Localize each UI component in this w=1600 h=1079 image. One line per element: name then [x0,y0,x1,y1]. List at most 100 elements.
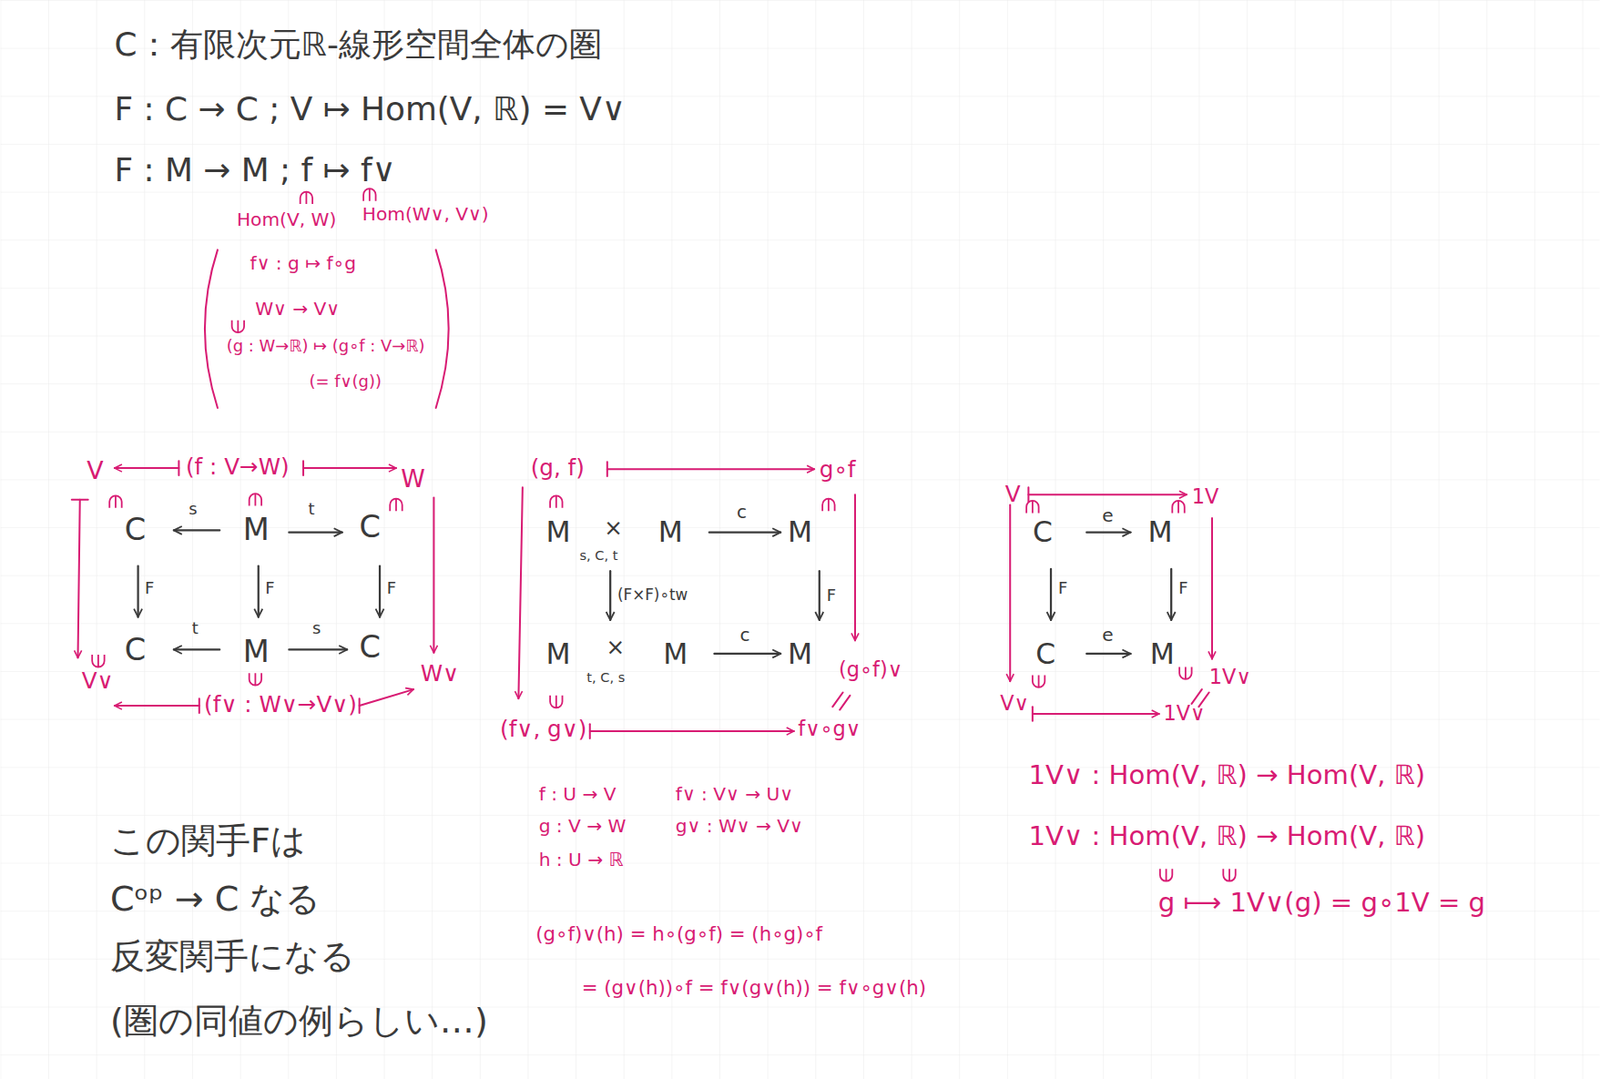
annotation-text: Hom(W∨, V∨) [362,203,490,225]
note-text: M [1150,637,1175,671]
note-text: Cᵒᵖ → C なる [110,879,321,920]
annotation-text: g∨ : W∨ → V∨ [675,815,804,837]
note-text: (圏の同値の例らしい…) [110,1001,489,1042]
mapsto-tick [71,499,89,501]
mapsto-arrow [114,704,200,707]
annotation-text: W [400,465,426,494]
membership-symbol [1179,667,1192,680]
note-text: C [124,512,146,549]
note-text: C [1032,515,1053,549]
functor-arrow [818,570,821,621]
annotation-text: (g, f) [530,455,585,481]
category-arrows [138,529,1172,654]
note-text: 反変関手になる [110,937,356,978]
note-text: × [603,515,623,541]
note-text: この関手Fは [110,821,306,862]
composition-arrow [713,652,781,655]
annotation-text: V [86,457,103,486]
note-text: c [736,501,747,523]
mapsto-arrow [1032,713,1160,715]
source-arrow [173,529,220,531]
note-text: F [387,579,397,599]
membership-symbol [550,495,562,508]
membership-symbol [1032,674,1045,687]
bracket-arrow [78,499,81,659]
mapsto-tick [606,461,609,477]
bracket-arrow [1008,504,1011,682]
note-text: t [307,499,315,520]
annotation-text: g : V → W [539,815,627,837]
equals-sign [832,692,850,711]
note-text: t, C, s [586,670,625,686]
annotation-text: 1V∨ [1162,702,1205,726]
annotation-text: V [1005,481,1021,508]
mapsto-tick [589,723,592,739]
note-text: s [188,499,197,520]
annotation-text: (g∘f)∨ [838,658,903,683]
membership-symbol [363,188,376,201]
membership-symbol [389,499,402,511]
source-arrow [288,648,347,651]
mapsto-arrow [590,730,795,733]
note-text: F [826,586,836,606]
annotation-strokes [71,249,1213,738]
note-text: e [1101,624,1113,646]
annotation-text: V∨ [999,692,1030,716]
annotation-text: 1V∨ [1209,665,1252,690]
note-text: M [787,637,813,671]
mapsto-tick [1031,706,1034,722]
composition-arrow [709,531,781,534]
note-text: s [312,619,321,639]
mapsto-tick [1027,487,1030,502]
note-text: s, C, t [579,548,618,564]
note-text: (F×F)∘tw [617,586,688,604]
functor-arrow [1049,569,1052,621]
membership-symbol [300,192,313,204]
annotation-text: = (g∨(h))∘f = f∨(g∨(h)) = f∨∘g∨(h) [581,977,927,999]
big-parenthesis [436,249,449,408]
annotation-text: V∨ [81,668,114,694]
mapsto-arrow [359,689,414,706]
note-text: F : M → M ; f ↦ f∨ [114,151,397,189]
annotation-text: g∘f [819,457,857,483]
note-text: M [662,637,688,671]
note-text: C [358,630,380,666]
bracket-arrow [518,487,522,699]
note-text: F [144,579,154,599]
mapsto-arrow [303,467,397,469]
note-text: M [787,515,813,549]
note-text: F : C → C ; V ↦ Hom(V, ℝ) = V∨ [114,90,627,128]
membership-symbol [1026,500,1039,513]
note-text: M [243,512,270,549]
annotation-text: (g : W→ℝ) ↦ (g∘f : V→ℝ) [226,336,426,357]
note-text: C [358,509,380,546]
membership-symbol [109,495,122,508]
note-text: C：有限次元ℝ-線形空間全体の圏 [114,25,602,63]
annotation-text: 1V∨ : Hom(V, ℝ) → Hom(V, ℝ) [1029,821,1427,853]
membership-symbol [822,499,835,511]
annotation-text: W∨ [420,661,459,687]
annotation-text: 1V [1192,485,1220,510]
identity-arrow [1086,531,1131,534]
note-text: c [739,624,750,646]
note-text: × [606,634,626,661]
note-text: M [243,634,270,671]
note-text: M [658,515,683,549]
annotation-text: f∨∘g∨ [797,717,861,742]
identity-arrow [1086,652,1131,655]
membership-symbol [550,695,562,708]
membership-symbol [249,672,262,685]
functor-arrow [378,566,381,618]
target-arrow [288,531,342,534]
annotation-text: h : U → ℝ [539,849,624,871]
note-text: C [124,632,146,669]
note-text: F [1178,579,1188,599]
functor-arrow [609,570,612,621]
annotation-text: W∨ → V∨ [254,298,340,320]
bracket-arrow [432,498,435,653]
annotation-text: 1V∨ : Hom(V, ℝ) → Hom(V, ℝ) [1029,760,1427,792]
annotation-text: g ⟼ 1V∨(g) = g∘1V = g [1158,887,1486,919]
big-parenthesis [204,249,218,408]
